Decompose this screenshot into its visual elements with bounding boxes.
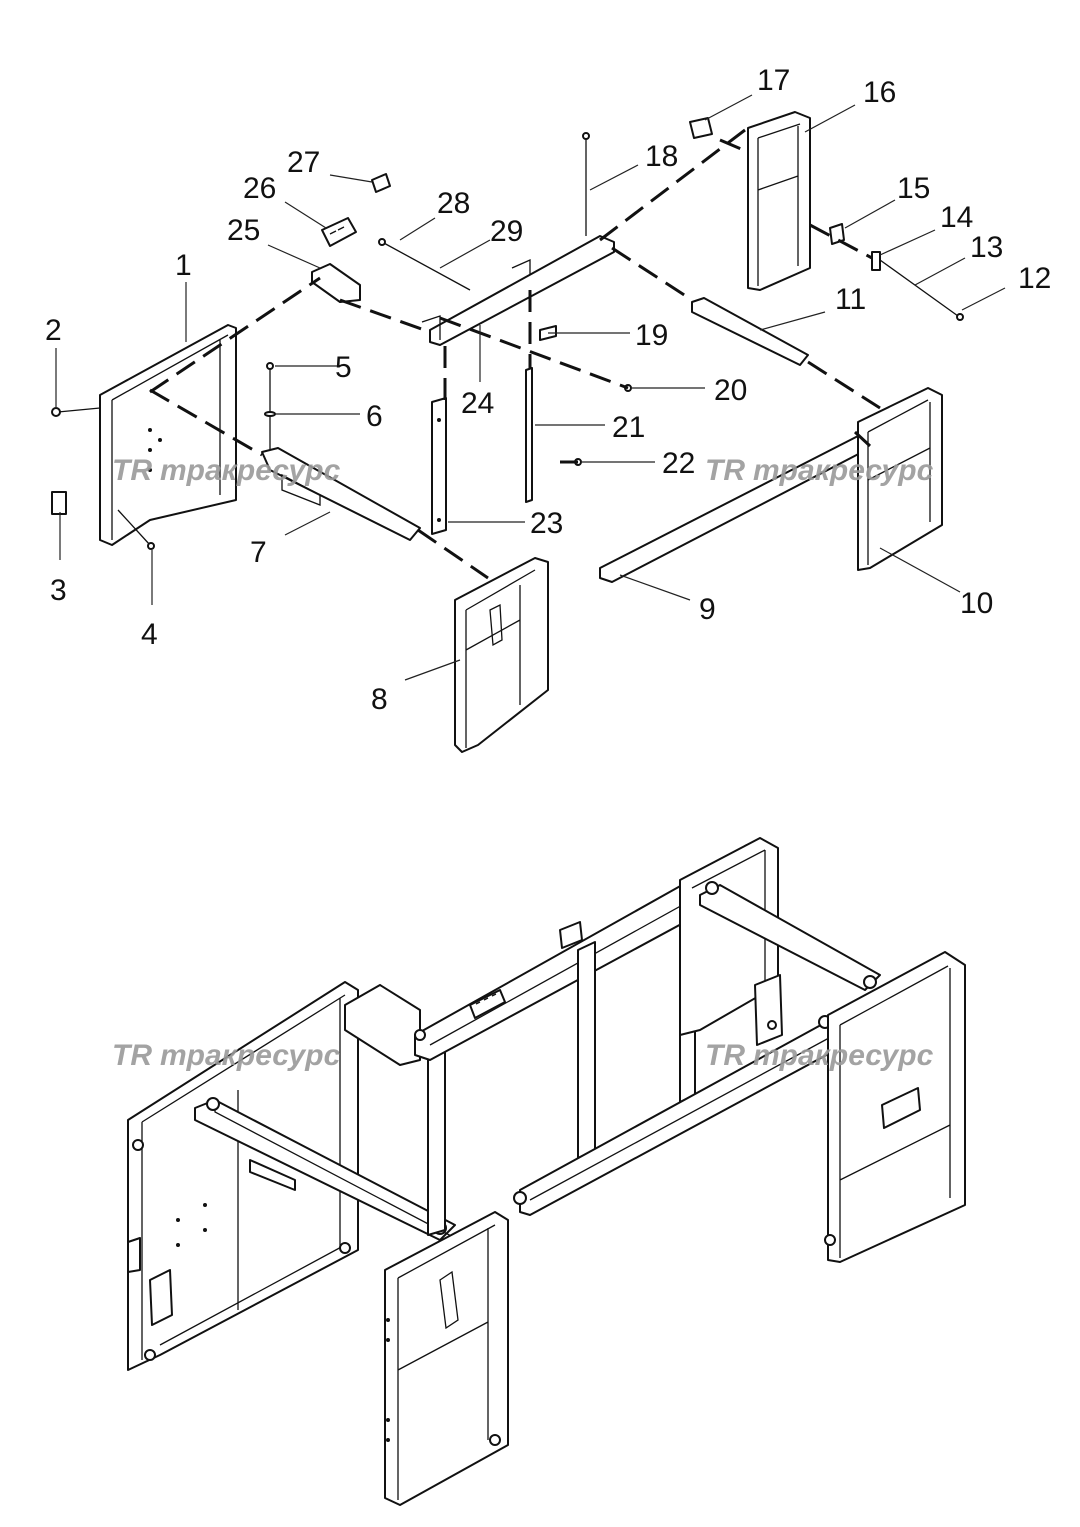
watermark-text: тракресурс	[160, 454, 341, 487]
part-label-11: 11	[835, 283, 866, 316]
part-label-28: 28	[437, 187, 470, 220]
watermark-logo: TR	[112, 454, 152, 487]
part-label-26: 26	[243, 172, 276, 205]
part-1-left-panel	[99, 324, 237, 546]
part-label-16: 16	[863, 76, 896, 109]
part-label-22: 22	[662, 447, 695, 480]
leader-lines-exploded	[55, 94, 1006, 681]
assembled-view	[127, 837, 966, 1506]
part-10-rear-leg	[857, 387, 943, 571]
part-label-10: 10	[960, 587, 993, 620]
part-label-12: 12	[1018, 262, 1051, 295]
part-label-17: 17	[757, 64, 790, 97]
part-label-4: 4	[141, 618, 158, 651]
watermark-text: тракресурс	[160, 1039, 341, 1072]
part-26-connector	[321, 217, 357, 247]
part-label-3: 3	[50, 574, 67, 607]
part-label-20: 20	[714, 374, 747, 407]
part-16-rear-frame	[747, 111, 811, 291]
part-label-27: 27	[287, 146, 320, 179]
part-label-8: 8	[371, 683, 388, 716]
part-19-20-22-fasteners	[378, 238, 632, 466]
part-label-2: 2	[45, 314, 62, 347]
part-24-top-rail	[421, 235, 615, 346]
part-label-25: 25	[227, 214, 260, 247]
part-27-cap	[371, 173, 391, 193]
part-label-14: 14	[940, 201, 973, 234]
part-label-29: 29	[490, 215, 523, 248]
part-7-cross-beam	[261, 447, 421, 541]
part-18-bolt	[582, 132, 590, 236]
part-5-6-bolt-washer	[264, 362, 276, 455]
part-11-upper-rail	[691, 297, 809, 366]
part-label-23: 23	[530, 507, 563, 540]
part-3-latch	[51, 491, 67, 515]
part-21-post	[525, 367, 533, 503]
part-label-19: 19	[635, 319, 668, 352]
exploded-view	[51, 94, 1006, 753]
part-label-15: 15	[897, 172, 930, 205]
watermark-group: TR тракресурс TR тракресурс TR тракресур…	[112, 454, 934, 1072]
part-label-24: 24	[461, 387, 494, 420]
watermark-logo: TR	[705, 1039, 745, 1072]
watermark-logo: TR	[112, 1039, 152, 1072]
part-label-5: 5	[335, 351, 352, 384]
assembly-dashed-lines	[149, 128, 881, 580]
watermark-logo: TR	[705, 454, 745, 487]
part-label-6: 6	[366, 400, 383, 433]
part-label-18: 18	[645, 140, 678, 173]
part-labels: 1 2 3 4 5 6 7 8 9 10 11 12 13 14 15 16 1…	[45, 64, 1051, 716]
part-25-bracket	[311, 263, 361, 303]
part-label-1: 1	[175, 249, 192, 282]
part-label-7: 7	[250, 536, 267, 569]
part-label-9: 9	[699, 593, 716, 626]
part-23-post	[431, 397, 447, 535]
part-4-screw	[117, 509, 155, 550]
part-2-bolt	[51, 407, 101, 417]
watermark-text: тракресурс	[753, 454, 934, 487]
part-17-bracket	[689, 117, 713, 139]
part-label-21: 21	[612, 411, 645, 444]
watermark-text: тракресурс	[753, 1039, 934, 1072]
part-label-13: 13	[970, 231, 1003, 264]
part-8-front-leg	[454, 557, 549, 753]
part-12-15-fasteners	[829, 223, 964, 321]
